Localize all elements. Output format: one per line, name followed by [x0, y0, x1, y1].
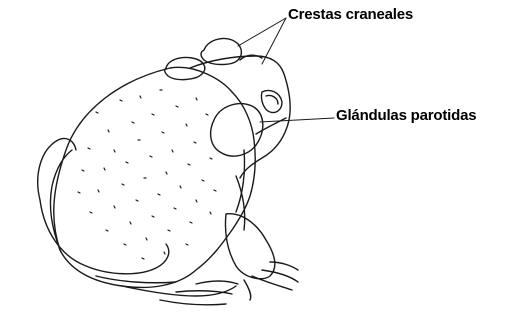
- toad-eye: [261, 90, 282, 112]
- hind-foot-toes: [160, 281, 238, 305]
- toad-head-outline: [190, 56, 290, 178]
- hind-foot-sole: [96, 276, 176, 283]
- hind-leg-shin: [40, 200, 169, 274]
- front-foot-toes: [244, 262, 298, 300]
- front-leg: [225, 214, 274, 279]
- toad-eye-inner: [266, 95, 278, 104]
- label-glandulas-parotidas: Glándulas parotidas: [336, 107, 476, 124]
- toad-body-outline: [54, 67, 255, 287]
- cranial-crest-1: [201, 38, 241, 64]
- label-crestas-craneales: Crestas craneales: [288, 6, 413, 23]
- skin-warts: [78, 90, 216, 259]
- glandulas-leader-line: [260, 118, 334, 122]
